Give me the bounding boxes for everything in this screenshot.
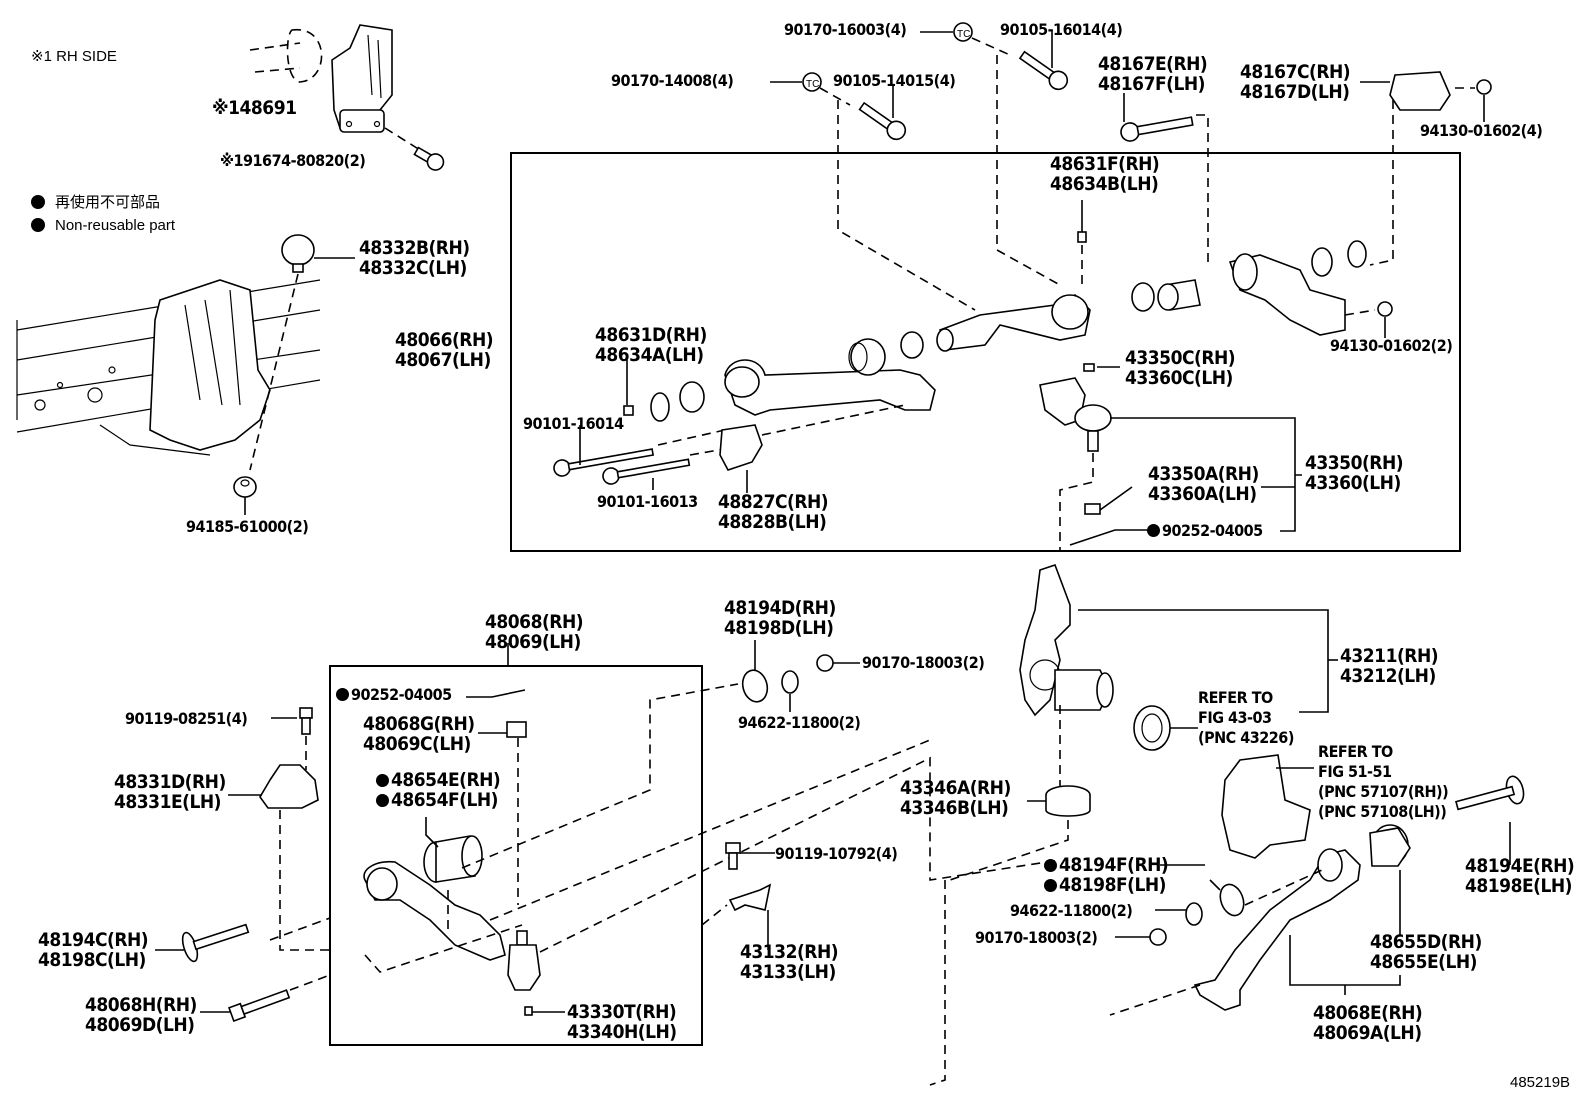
part-label-90119-10792[interactable]: 90119-10792(4) [775, 844, 898, 863]
part-label-90101-16014[interactable]: 90101-16014 [523, 414, 624, 433]
part-label-43211[interactable]: 43211(RH)43212(LH) [1340, 645, 1439, 687]
part-label-48066[interactable]: 48066(RH)48067(LH) [395, 329, 494, 371]
part-label-48194E[interactable]: 48194E(RH)48198E(LH) [1465, 855, 1575, 897]
part-label-48068E[interactable]: 48068E(RH)48069A(LH) [1313, 1002, 1423, 1044]
part-label-90170-18003-b[interactable]: 90170-18003(2) [975, 928, 1098, 947]
rh-side-note: ※1 RH SIDE [31, 48, 117, 65]
part-label-90252-04005-lower[interactable]: 90252-04005 [336, 686, 452, 703]
part-label-43132[interactable]: 43132(RH)43133(LH) [740, 941, 839, 983]
part-label-94130-01602-4[interactable]: 94130-01602(4) [1420, 121, 1543, 140]
non-reusable-dot-icon [31, 195, 45, 209]
part-label-90105-16014[interactable]: 90105-16014(4) [1000, 20, 1123, 39]
part-label-90170-16003[interactable]: 90170-16003(4) [784, 20, 907, 39]
part-label-90119-08251[interactable]: 90119-08251(4) [125, 709, 248, 728]
svg-text:TC: TC [957, 29, 970, 40]
bracket-48691-drawing [249, 24, 445, 171]
part-label-48331[interactable]: 48331D(RH)48331E(LH) [114, 771, 226, 813]
part-label-48827C[interactable]: 48827C(RH)48828B(LH) [718, 491, 829, 533]
svg-text:TC: TC [806, 79, 819, 90]
part-label-91674-80820[interactable]: ※191674-80820(2) [220, 151, 366, 170]
part-label-48167C[interactable]: 48167C(RH)48167D(LH) [1240, 61, 1351, 103]
non-reusable-dot-icon [376, 794, 389, 807]
part-label-48068G[interactable]: 48068G(RH)48069C(LH) [363, 713, 475, 755]
upper-arm-drawing [553, 200, 1393, 550]
part-label-90252-04005-upper[interactable]: 90252-04005 [1147, 522, 1263, 539]
part-label-48654[interactable]: 48654E(RH)48654F(LH) [376, 770, 501, 810]
part-label-94622-11800-a[interactable]: 94622-11800(2) [738, 713, 861, 732]
part-label-48631D[interactable]: 48631D(RH)48634A(LH) [595, 324, 707, 366]
part-label-94622-11800-b[interactable]: 94622-11800(2) [1010, 901, 1133, 920]
legend-item-japanese: 再使用不可部品 [31, 193, 160, 213]
non-reusable-dot-icon [336, 688, 349, 701]
part-label-48691[interactable]: ※148691 [212, 97, 297, 119]
upper-arm-assembly-box [510, 152, 1461, 552]
part-label-94185-61000[interactable]: 94185-61000(2) [186, 517, 309, 536]
part-label-90101-16013[interactable]: 90101-16013 [597, 492, 698, 511]
part-label-43346[interactable]: 43346A(RH)43346B(LH) [900, 777, 1011, 819]
non-reusable-dot-icon [1147, 524, 1160, 537]
lower-arm-drawing [363, 643, 1061, 1016]
non-reusable-dot-icon [31, 218, 45, 232]
top-fasteners-drawing: TC TC [770, 22, 1492, 311]
part-label-90170-18003-a[interactable]: 90170-18003(2) [862, 653, 985, 672]
bump-stopper-drawing [233, 234, 355, 515]
lower-left-fasteners-drawing [155, 707, 331, 1022]
part-label-90170-14008[interactable]: 90170-14008(4) [611, 71, 734, 90]
part-label-48631F[interactable]: 48631F(RH)48634B(LH) [1050, 153, 1160, 195]
legend-item-english: Non-reusable part [31, 216, 175, 236]
non-reusable-dot-icon [1044, 879, 1057, 892]
figure-id: 485219B [1510, 1074, 1571, 1091]
non-reusable-dot-icon [376, 774, 389, 787]
dust-cover-drawing [1221, 754, 1314, 859]
non-reusable-dot-icon [1044, 859, 1057, 872]
part-label-43330T[interactable]: 43330T(RH)43340H(LH) [567, 1001, 677, 1043]
lower-arm-assembly-box [329, 665, 703, 1046]
part-label-48194D[interactable]: 48194D(RH)48198D(LH) [724, 597, 836, 639]
part-label-48167E[interactable]: 48167E(RH)48167F(LH) [1098, 53, 1208, 95]
part-label-48332[interactable]: 48332B(RH)48332C(LH) [359, 237, 470, 279]
part-label-48068H[interactable]: 48068H(RH)48069D(LH) [85, 994, 197, 1036]
middle-fasteners-drawing [701, 640, 860, 950]
part-label-43350C[interactable]: 43350C(RH)43360C(LH) [1125, 347, 1236, 389]
part-label-48068[interactable]: 48068(RH)48069(LH) [485, 611, 584, 653]
part-label-48194F[interactable]: 48194F(RH)48198F(LH) [1044, 855, 1169, 895]
part-label-90105-14015[interactable]: 90105-14015(4) [833, 71, 956, 90]
part-label-43350[interactable]: 43350(RH)43360(LH) [1305, 452, 1404, 494]
part-label-48194C[interactable]: 48194C(RH)48198C(LH) [38, 929, 149, 971]
steering-knuckle-drawing [929, 563, 1338, 1086]
part-label-94130-01602-2[interactable]: 94130-01602(2) [1330, 336, 1453, 355]
frame-drawing [16, 279, 321, 456]
part-label-48655[interactable]: 48655D(RH)48655E(LH) [1370, 931, 1482, 973]
part-label-43350A[interactable]: 43350A(RH)43360A(LH) [1148, 463, 1259, 505]
lower-rear-arm-drawing [1109, 775, 1525, 1016]
